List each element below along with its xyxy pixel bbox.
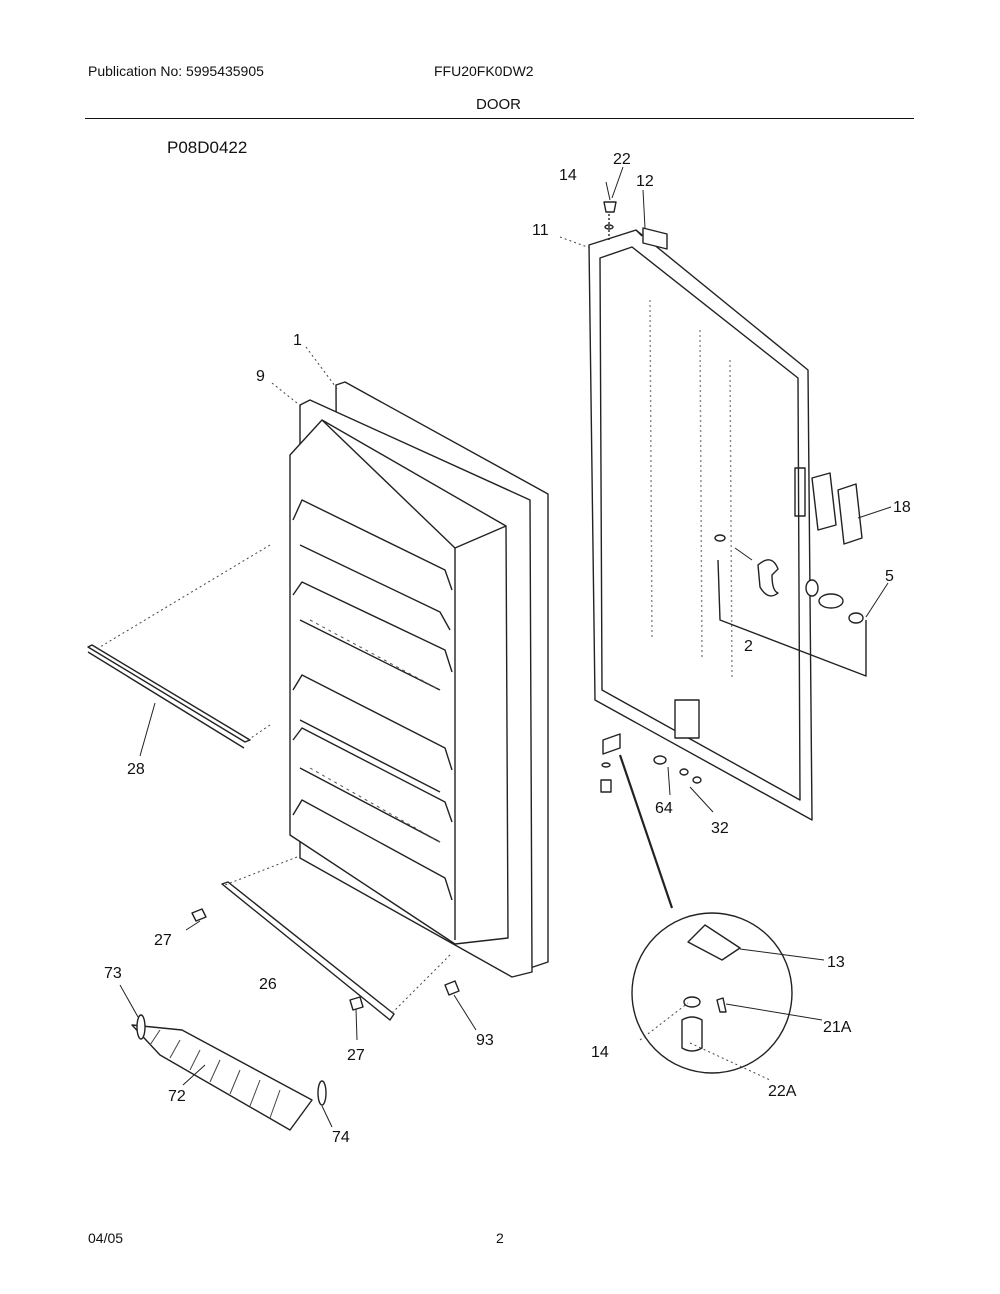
- callout-72: 72: [168, 1088, 186, 1105]
- model-number: FFU20FK0DW2: [434, 63, 534, 79]
- callout-74: 74: [332, 1129, 350, 1146]
- callout-27-b: 27: [347, 1047, 365, 1064]
- callout-32: 32: [711, 820, 729, 837]
- callout-5: 5: [885, 568, 894, 585]
- handle-parts: [794, 467, 863, 545]
- top-hinge-parts: [603, 201, 668, 250]
- callout-14-top: 14: [559, 167, 577, 184]
- callout-12: 12: [636, 173, 654, 190]
- callout-14-detail: 14: [591, 1044, 609, 1061]
- section-title: DOOR: [476, 96, 521, 113]
- callout-9: 9: [256, 368, 265, 385]
- header-rule: [85, 118, 914, 119]
- callout-2: 2: [744, 638, 753, 655]
- shelf-bar-28: [87, 644, 251, 743]
- footer-page-number: 2: [496, 1230, 504, 1246]
- callout-18: 18: [893, 499, 911, 516]
- footer-date: 04/05: [88, 1230, 124, 1246]
- callout-13: 13: [827, 954, 845, 971]
- hinge-detail-circle: [631, 912, 793, 1074]
- callout-73: 73: [104, 965, 122, 982]
- callout-64: 64: [655, 800, 673, 817]
- callout-22: 22: [613, 151, 631, 168]
- outer-door-panel: [588, 229, 813, 821]
- publication-number: Publication No: 5995435905: [88, 63, 264, 79]
- callout-22A: 22A: [768, 1083, 797, 1100]
- callout-21A: 21A: [823, 1019, 852, 1036]
- callout-26: 26: [259, 976, 277, 993]
- basket-72: [131, 1024, 313, 1131]
- callout-11: 11: [532, 222, 549, 239]
- callout-93: 93: [476, 1032, 494, 1049]
- callout-1: 1: [293, 332, 302, 349]
- callout-28: 28: [127, 761, 145, 778]
- bottom-hinge-parts: [600, 733, 702, 793]
- latch-parts: [714, 534, 867, 677]
- inner-door-liner: [289, 381, 549, 978]
- diagram-code: P08D0422: [167, 138, 247, 157]
- callout-27-a: 27: [154, 932, 172, 949]
- shelf-bar-26: [221, 881, 395, 1021]
